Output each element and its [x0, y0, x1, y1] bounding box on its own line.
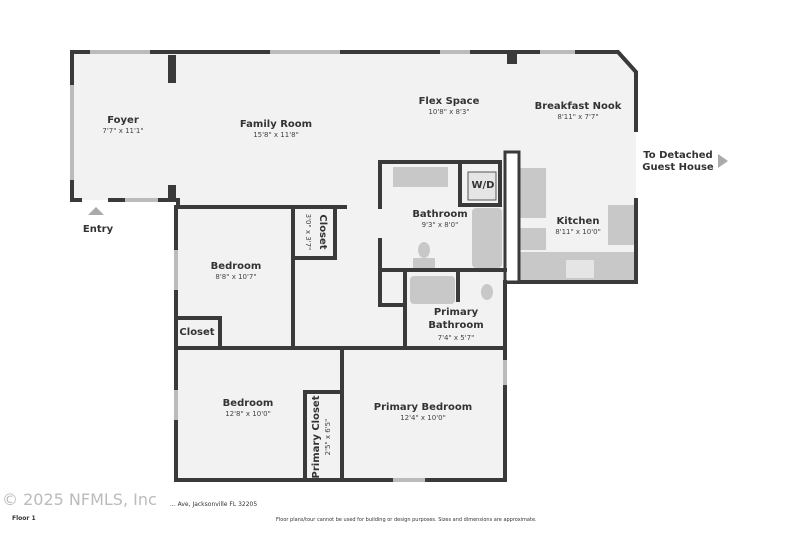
guest-house-label: Guest House [642, 162, 714, 173]
room-dims: 2'5" x 6'5" [324, 419, 332, 456]
sink-icon [566, 260, 594, 278]
room-dims: 9'3" x 8'0" [422, 221, 459, 229]
windows [70, 50, 575, 482]
room-name: Bedroom [223, 398, 274, 409]
guest-house-arrow-icon [718, 154, 728, 168]
room-dims: 7'4" x 5'7" [438, 334, 475, 342]
fridge-icon [608, 205, 634, 245]
address: ... Ave, Jacksonville FL 32205 [170, 501, 258, 508]
column [168, 185, 176, 200]
washer-dryer [467, 171, 497, 201]
room-dims: 10'8" x 8'3" [428, 108, 469, 116]
fixtures [393, 167, 634, 304]
room-dims: 8'8" x 10'7" [215, 273, 256, 281]
room-name: Family Room [240, 119, 312, 130]
room-dims: 7'7" x 11'1" [102, 127, 143, 135]
room-name: Closet [179, 327, 214, 338]
bathtub-icon [472, 208, 502, 268]
disclaimer: Floor plans/tour cannot be used for buil… [276, 517, 537, 523]
room-name: Primary Bedroom [374, 402, 472, 413]
wd-label: W/D [472, 180, 495, 191]
counter-icon [520, 228, 546, 250]
column [168, 55, 176, 83]
room-dims: 12'4" x 10'0" [400, 414, 446, 422]
room-name: Bathroom [412, 209, 467, 220]
room-dims: 8'11" x 7'7" [557, 113, 598, 121]
room-name: Primary Closet [311, 395, 322, 478]
stove-icon [520, 168, 546, 218]
toilet-icon [481, 284, 493, 300]
bathtub-icon [410, 276, 455, 304]
room-name: Foyer [107, 115, 139, 126]
room-dims: 12'8" x 10'0" [225, 410, 271, 418]
room-name: Closet [317, 214, 328, 249]
room-name: Kitchen [557, 216, 600, 227]
room-dims: 3'0" x 3'7" [304, 214, 312, 251]
entry-arrow-icon [88, 207, 104, 215]
room-dims: 8'11" x 10'0" [555, 228, 601, 236]
room-name: Breakfast Nook [535, 101, 622, 112]
room-name: Flex Space [419, 96, 480, 107]
floor-label: Floor 1 [12, 515, 36, 522]
guest-house-label: To Detached [643, 150, 712, 161]
room-name: Primary Bathroom [428, 307, 484, 331]
entry-label: Entry [83, 224, 114, 235]
toilet-tank [413, 258, 435, 268]
vanity-icon [393, 167, 448, 187]
floor [72, 52, 636, 480]
hatched-wall [503, 150, 521, 284]
toilet-icon [418, 242, 430, 258]
room-name: Bedroom [211, 261, 262, 272]
column [507, 54, 517, 64]
watermark: © 2025 NFMLS, Inc [2, 490, 157, 509]
room-dims: 15'8" x 11'8" [253, 131, 299, 139]
